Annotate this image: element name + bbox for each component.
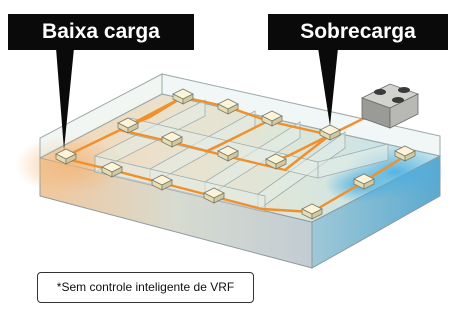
low-load-pointer [56, 48, 74, 150]
overload-label: Sobrecarga [268, 14, 448, 50]
low-load-label: Baixa carga [8, 14, 194, 50]
overload-pointer [318, 48, 338, 126]
back-wall-rear [161, 73, 441, 157]
outdoor-unit-icon [360, 83, 420, 129]
footnote: *Sem controle inteligente de VRF [37, 272, 254, 303]
